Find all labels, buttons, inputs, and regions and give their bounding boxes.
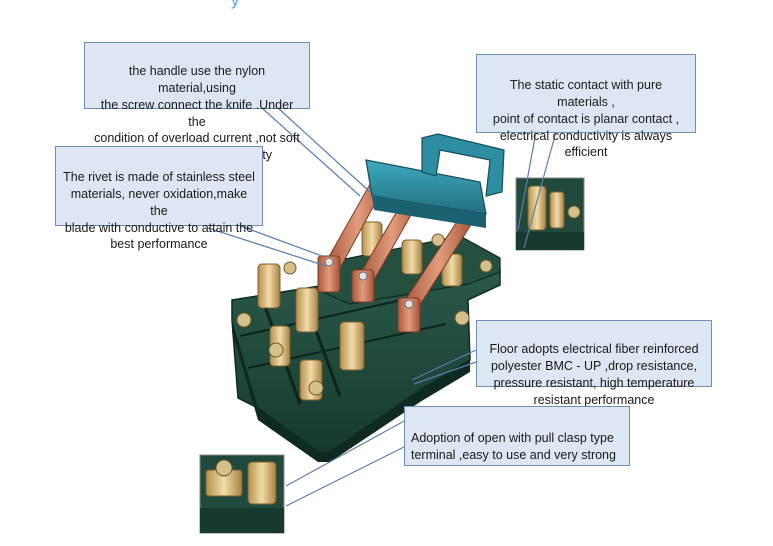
- leader-lines: [207, 107, 557, 507]
- nylon-handle: [365, 133, 505, 228]
- callout-floor-text: Floor adopts electrical fiber reinforced…: [489, 341, 699, 407]
- callout-static-contact: The static contact with pure materials ,…: [476, 54, 696, 159]
- callout-terminal: Adoption of open with pull clasp type te…: [404, 406, 630, 466]
- callout-rivet: The rivet is made of stainless steel mat…: [55, 146, 263, 251]
- callout-terminal-text: Adoption of open with pull clasp type te…: [411, 430, 616, 462]
- callout-floor: Floor adopts electrical fiber reinforced…: [476, 320, 712, 407]
- top-edge-mark: ｙ: [228, 0, 242, 8]
- callout-static-contact-text: The static contact with pure materials ,…: [492, 77, 680, 160]
- callout-handle: the handle use the nylon material,using …: [84, 42, 310, 162]
- callout-rivet-text: The rivet is made of stainless steel mat…: [63, 169, 255, 252]
- screw-terminals: [236, 233, 493, 396]
- inset-terminal: [199, 454, 285, 534]
